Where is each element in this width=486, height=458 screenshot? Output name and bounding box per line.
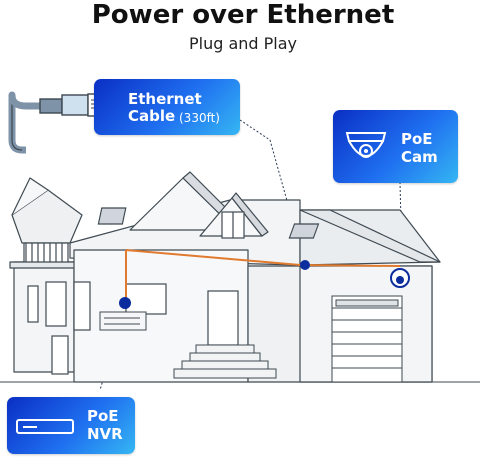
cable-label-line2: Cable [128, 107, 176, 125]
poe-cam-card: PoE Cam [333, 110, 458, 183]
cable-length-note: (330ft) [179, 111, 220, 125]
poe-nvr-card: PoE NVR [7, 397, 135, 454]
cam-label-line1: PoE [401, 130, 433, 148]
page-title: Power over Ethernet [91, 0, 395, 30]
cable-label-line1: Ethernet [128, 90, 202, 108]
nvr-recorder-icon [16, 419, 74, 434]
ethernet-cable-card: Ethernet Cable (330ft) [94, 79, 240, 135]
nvr-label-line2: NVR [87, 425, 123, 443]
cam-label-line2: Cam [401, 148, 438, 166]
dome-camera-icon [345, 132, 387, 158]
dome-camera-on-house [390, 268, 410, 288]
page-subtitle: Plug and Play [188, 34, 298, 53]
nvr-label-line1: PoE [87, 407, 119, 425]
